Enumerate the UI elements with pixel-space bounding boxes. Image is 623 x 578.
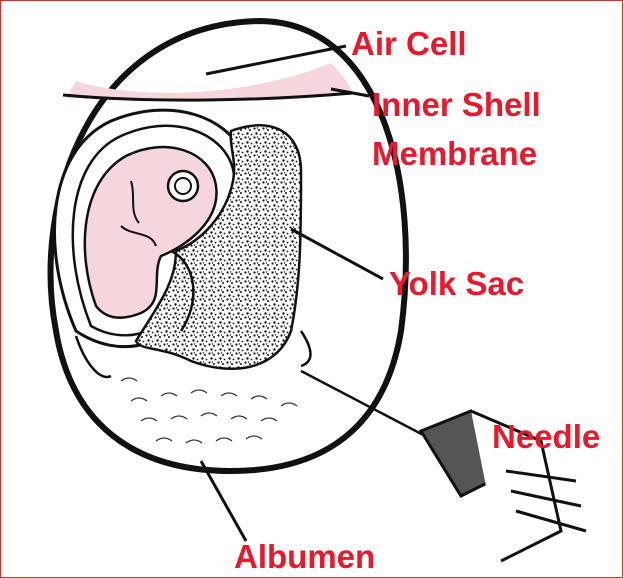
- label-air-cell: Air Cell: [351, 26, 467, 62]
- label-yolk-sac: Yolk Sac: [389, 266, 524, 302]
- label-needle: Needle: [492, 419, 600, 455]
- label-membrane: Membrane: [372, 136, 537, 172]
- label-inner-shell: Inner Shell: [372, 87, 541, 123]
- embryo-eye: [168, 171, 198, 201]
- label-albumen: Albumen: [234, 539, 375, 575]
